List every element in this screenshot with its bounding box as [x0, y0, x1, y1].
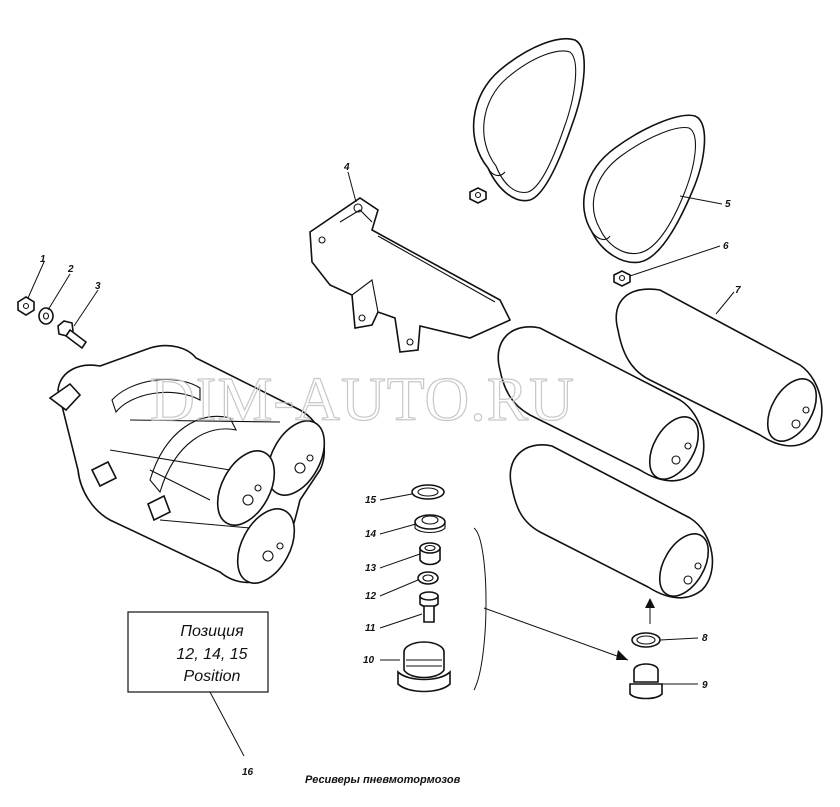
group-bracket [473, 527, 487, 691]
seal-part-14 [414, 514, 446, 534]
washer-part-2 [38, 307, 54, 325]
diagram-caption: Ресиверы пневмотормозов [305, 774, 461, 786]
snap-ring-part-15 [411, 484, 445, 500]
receiver-tank-upper [615, 288, 823, 447]
callout-7: 7 [735, 285, 741, 296]
callout-4: 4 [343, 162, 350, 173]
bolt-part-3 [57, 320, 88, 350]
leader-lines [27, 171, 735, 757]
callout-6: 6 [723, 241, 729, 252]
callout-9: 9 [702, 680, 708, 691]
callout-16: 16 [242, 767, 254, 778]
callout-10: 10 [363, 655, 375, 666]
assembly-arrowhead [616, 650, 628, 660]
nut-part-1 [17, 296, 35, 316]
nut-strap-upper [469, 187, 487, 204]
callout-14: 14 [365, 529, 377, 540]
callout-3: 3 [95, 281, 101, 292]
mounting-bracket [309, 197, 512, 353]
ring-part-12 [417, 571, 439, 585]
assembled-receiver-pack [48, 344, 326, 584]
callout-2: 2 [67, 264, 74, 275]
position-box [127, 611, 269, 693]
receiver-tank-middle [497, 326, 705, 482]
o-ring-part-8 [631, 632, 661, 648]
drain-plug-part-9 [629, 663, 663, 700]
callout-13: 13 [365, 563, 377, 574]
assembly-arrow [483, 607, 629, 661]
position-box-line1: Позиция [180, 623, 244, 640]
callout-5: 5 [725, 199, 731, 210]
callout-12: 12 [365, 591, 377, 602]
strap-clamp-upper [472, 38, 585, 202]
receiver-tank-lower [509, 444, 714, 599]
callout-1: 1 [40, 254, 46, 265]
position-box-line2: 12, 14, 15 [176, 646, 247, 663]
bushing-part-13 [419, 542, 441, 566]
position-box-line3: Position [184, 668, 241, 685]
valve-body-part-10 [397, 641, 451, 693]
strap-clamp-lower [583, 114, 706, 264]
nut-strap-lower [613, 270, 631, 287]
callout-11: 11 [365, 623, 376, 634]
insert-arrowhead [645, 598, 655, 608]
watermark-text: DIM-AUTO.RU [150, 366, 575, 434]
valve-stem-part-11 [419, 591, 439, 623]
callout-8: 8 [702, 633, 708, 644]
callout-15: 15 [365, 495, 377, 506]
